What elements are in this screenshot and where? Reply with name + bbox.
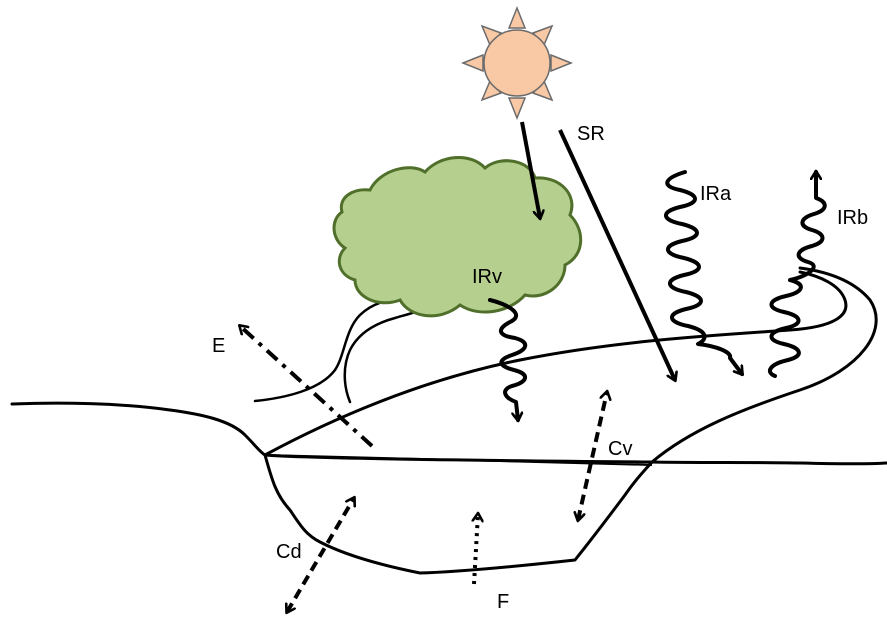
left-bank-curve xyxy=(263,270,848,457)
sr-arrow-to-canopy xyxy=(520,121,540,218)
channel-bed xyxy=(263,453,654,575)
cv-arrow xyxy=(578,392,607,520)
sr-arrow-to-surface xyxy=(558,129,675,380)
label-sr: SR xyxy=(577,123,605,145)
tree-icon xyxy=(253,155,583,404)
label-e: E xyxy=(212,335,225,357)
label-f: F xyxy=(497,591,509,613)
label-cv: Cv xyxy=(608,438,632,460)
irb-wavy-arrow xyxy=(767,172,827,378)
right-bank-curve xyxy=(650,266,878,464)
label-irb: IRb xyxy=(837,207,868,229)
f-arrow xyxy=(474,514,478,585)
label-ira: IRa xyxy=(700,183,732,205)
ira-wavy-arrow xyxy=(664,170,744,374)
ground-surface-line xyxy=(10,401,887,466)
sun-icon xyxy=(460,5,574,121)
label-irv: IRv xyxy=(472,266,502,288)
irv-wavy-arrow xyxy=(488,298,528,420)
cd-arrow xyxy=(287,498,354,612)
label-cd: Cd xyxy=(276,541,302,563)
